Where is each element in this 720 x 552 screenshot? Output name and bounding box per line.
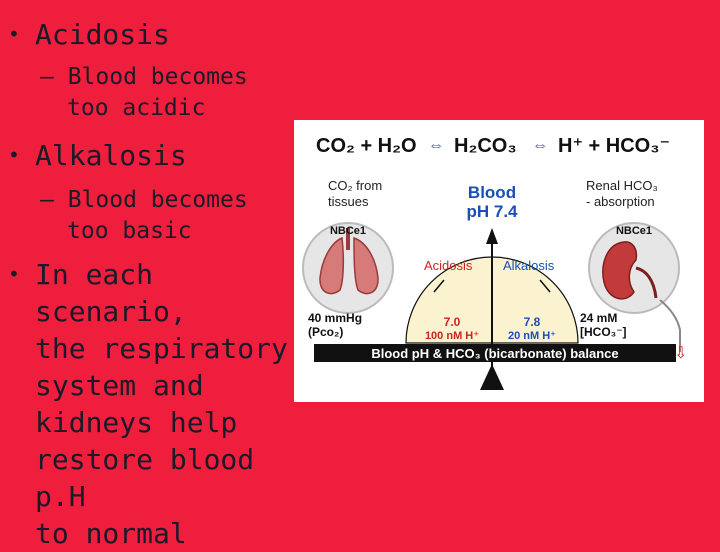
bullet-dot: • <box>8 262 20 286</box>
bullet-label: Acidosis <box>35 18 170 51</box>
alkalosis-label: Alkalosis <box>503 258 555 273</box>
acidosis-label: Acidosis <box>424 258 473 273</box>
bullet-dot: • <box>8 143 20 167</box>
acid-h-value: 100 nM H⁺ <box>425 330 479 342</box>
sub-line: too basic <box>67 218 192 244</box>
drain-arrow-icon: ⇩ <box>674 345 687 362</box>
equation-h2co3: H₂CO₃ <box>454 135 517 157</box>
left-value: 40 mmHg <box>308 311 362 325</box>
bullet-alkalosis: • Alkalosis <box>8 137 187 174</box>
lungs-icon <box>302 222 394 314</box>
kidney-icon <box>588 222 680 314</box>
right-title: - absorption <box>586 194 655 209</box>
right-title: Renal HCO₃ <box>586 178 658 193</box>
scenario-line: kidneys help <box>35 406 238 439</box>
balance-bar <box>314 344 676 362</box>
left-title: tissues <box>328 194 369 209</box>
sub-line: – Blood becomes <box>40 187 248 213</box>
scenario-line: restore blood p.H <box>35 443 255 513</box>
left-title: CO₂ from <box>328 178 382 193</box>
drain-tube <box>659 299 681 352</box>
sub-bullet-alkalosis: – Blood becomes too basic <box>40 185 280 247</box>
nbce-right-label: NBCe1 <box>616 225 652 237</box>
equilibrium-arrow-icon: ⇔ <box>428 137 444 154</box>
sub-line: too acidic <box>67 95 206 121</box>
alk-h-value: 20 nM H⁺ <box>508 330 556 342</box>
nbce-left-label: NBCe1 <box>330 225 366 237</box>
left-value: (Pco₂) <box>308 325 343 339</box>
ph-balance-diagram: CO₂ + H₂O ⇔ H₂CO₃ ⇔ H⁺ + HCO₃⁻ CO₂ from … <box>302 135 687 390</box>
scenario-line: the respiratory <box>35 332 288 365</box>
bullet-scenario: • In each scenario, the respiratory syst… <box>8 256 298 552</box>
right-value: 24 mM <box>580 311 617 325</box>
equation-ions: H⁺ + HCO₃⁻ <box>558 135 670 157</box>
alk-ph-value: 7.8 <box>524 315 541 329</box>
scenario-line: In each scenario, <box>35 258 187 328</box>
equilibrium-arrow-icon: ⇔ <box>532 137 548 154</box>
acid-ph-value: 7.0 <box>444 315 461 329</box>
sub-line: – Blood becomes <box>40 64 248 90</box>
center-title: pH 7.4 <box>466 202 518 221</box>
equation-co2: CO₂ + H₂O <box>316 135 417 157</box>
ph-gauge <box>405 228 579 378</box>
scenario-line: system and <box>35 369 204 402</box>
center-title: Blood <box>468 183 516 202</box>
scenario-line: to normal <box>35 517 187 550</box>
sub-bullet-acidosis: – Blood becomes too acidic <box>40 62 280 124</box>
bullet-dot: • <box>8 22 20 46</box>
bullet-acidosis: • Acidosis <box>8 16 170 53</box>
bullet-label: Alkalosis <box>35 139 187 172</box>
right-value: [HCO₃⁻] <box>580 325 627 339</box>
fulcrum <box>480 364 504 390</box>
balance-bar-label: Blood pH & HCO₃ (bicarbonate) balance <box>371 346 618 361</box>
ph-balance-figure: CO₂ + H₂O ⇔ H₂CO₃ ⇔ H⁺ + HCO₃⁻ CO₂ from … <box>294 120 704 402</box>
